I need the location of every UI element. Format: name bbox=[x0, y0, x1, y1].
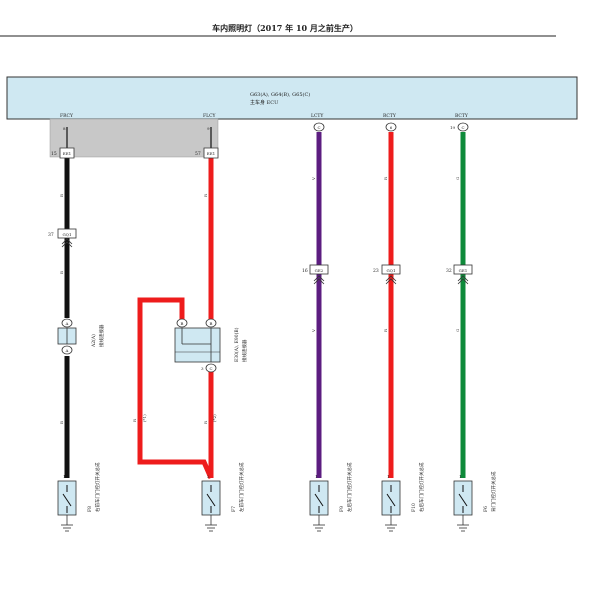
ecu-pin-frcy: 8 bbox=[63, 126, 66, 131]
junction-connector-1: 15 EE1 bbox=[51, 147, 75, 159]
junction-connector-2: 57 EE1 bbox=[195, 147, 219, 159]
switch-f10: 1 F10 右后车门门控灯开关总成 bbox=[381, 462, 425, 532]
svg-text:32: 32 bbox=[446, 268, 452, 274]
connector-c2: 16 GE2 bbox=[302, 264, 329, 285]
wire-label-g2: G bbox=[455, 329, 460, 332]
switch-f8: 1 F8 右前车门门控灯开关总成 bbox=[57, 462, 101, 532]
wire-label-r3: R bbox=[383, 328, 388, 332]
wire-label-r1: R bbox=[203, 193, 208, 197]
svg-text:GE1: GE1 bbox=[459, 268, 468, 273]
connector-c1: 37 GQ1 bbox=[48, 228, 77, 248]
wire-label-b3: B bbox=[59, 421, 64, 424]
svg-text:C: C bbox=[461, 125, 464, 130]
svg-text:A2(A): A2(A) bbox=[90, 334, 97, 348]
svg-text:C: C bbox=[317, 125, 320, 130]
inline-connector-1: A A A2(A) 接线连接器 bbox=[57, 318, 105, 355]
svg-text:1: 1 bbox=[459, 474, 462, 479]
wire-note-2: (*2) bbox=[212, 414, 217, 422]
svg-text:接线连接器: 接线连接器 bbox=[241, 339, 248, 362]
svg-text:2: 2 bbox=[207, 474, 210, 479]
svg-text:57: 57 bbox=[195, 151, 201, 157]
svg-text:EE1: EE1 bbox=[207, 151, 215, 156]
svg-text:B: B bbox=[181, 321, 184, 326]
ecu-name: 主车身 ECU bbox=[250, 99, 278, 106]
signal-bcty: BCTY bbox=[455, 113, 469, 119]
svg-text:接线连接器: 接线连接器 bbox=[98, 324, 105, 347]
wire-label-b2: B bbox=[59, 271, 64, 274]
ecu-codes: G63(A), G64(B), G65(C) bbox=[250, 91, 310, 98]
svg-text:F7: F7 bbox=[231, 506, 237, 512]
signal-rcty: RCTY bbox=[383, 113, 397, 119]
svg-text:37: 37 bbox=[48, 232, 54, 238]
svg-text:1: 1 bbox=[387, 474, 390, 479]
svg-text:19: 19 bbox=[450, 125, 456, 130]
wire-label-v2: V bbox=[311, 329, 316, 333]
switch-f6: 1 F6 背门门控灯开关总成 bbox=[453, 471, 497, 532]
svg-text:EE1: EE1 bbox=[63, 151, 71, 156]
signal-frcy: FRCY bbox=[60, 113, 74, 119]
svg-text:6: 6 bbox=[390, 125, 393, 130]
svg-text:15: 15 bbox=[51, 151, 57, 157]
svg-text:左前车门门控灯开关总成: 左前车门门控灯开关总成 bbox=[238, 462, 245, 512]
svg-text:GE2: GE2 bbox=[315, 268, 324, 273]
junction-block bbox=[49, 118, 219, 158]
connector-c3: 23 GQ1 bbox=[373, 264, 401, 285]
wire-flcy bbox=[137, 127, 214, 480]
ecu-pin-flcy: 9 bbox=[207, 126, 210, 131]
svg-text:A: A bbox=[65, 348, 69, 353]
ecu-pin-lcty: C bbox=[313, 122, 325, 132]
ecu-pin-bcty: 19 C bbox=[450, 122, 469, 132]
svg-text:3: 3 bbox=[201, 366, 204, 371]
svg-text:23: 23 bbox=[373, 268, 379, 274]
wire-label-r2: R bbox=[383, 176, 388, 180]
page-title: 车内照明灯（2017 年 10 月之前生产） bbox=[212, 23, 358, 33]
ecu-box bbox=[6, 76, 578, 120]
svg-text:E30(A), E90(B): E30(A), E90(B) bbox=[233, 327, 240, 362]
svg-text:F8: F8 bbox=[87, 506, 93, 512]
svg-text:9: 9 bbox=[207, 126, 210, 131]
svg-text:16: 16 bbox=[302, 268, 308, 274]
wire-note-1: (*1) bbox=[142, 414, 147, 422]
svg-text:GQ1: GQ1 bbox=[62, 232, 71, 237]
switch-f9: 1 F9 左后车门门控灯开关总成 bbox=[309, 462, 353, 532]
svg-text:C: C bbox=[209, 366, 212, 371]
wire-label-g1: G bbox=[455, 177, 460, 180]
switch-f7: 2 F7 左前车门门控灯开关总成 bbox=[201, 462, 245, 532]
svg-text:F6: F6 bbox=[483, 506, 489, 512]
ecu-pin-rcty: 6 bbox=[385, 122, 397, 132]
wire-label-b1: B bbox=[59, 194, 64, 197]
svg-text:GQ1: GQ1 bbox=[386, 268, 395, 273]
svg-text:F10: F10 bbox=[411, 503, 417, 512]
wire-label-r4: R bbox=[132, 418, 137, 422]
wire-label-r5: R bbox=[203, 420, 208, 424]
svg-text:右后车门门控灯开关总成: 右后车门门控灯开关总成 bbox=[418, 462, 425, 512]
signal-flcy: FLCY bbox=[203, 113, 217, 119]
connector-c4: 32 GE1 bbox=[446, 264, 473, 285]
svg-text:8: 8 bbox=[63, 126, 66, 131]
svg-text:A: A bbox=[65, 321, 69, 326]
svg-text:1: 1 bbox=[63, 474, 66, 479]
svg-text:B: B bbox=[210, 321, 213, 326]
wire-label-v1: V bbox=[311, 177, 316, 181]
svg-text:右前车门门控灯开关总成: 右前车门门控灯开关总成 bbox=[94, 462, 101, 512]
inline-connector-2: B B C 3 E30(A), E90(B) 接线连接器 bbox=[174, 318, 248, 373]
svg-text:背门门控灯开关总成: 背门门控灯开关总成 bbox=[490, 471, 497, 512]
svg-text:1: 1 bbox=[315, 474, 318, 479]
svg-text:左后车门门控灯开关总成: 左后车门门控灯开关总成 bbox=[346, 462, 353, 512]
svg-text:F9: F9 bbox=[339, 506, 345, 512]
signal-lcty: LCTY bbox=[311, 113, 324, 119]
